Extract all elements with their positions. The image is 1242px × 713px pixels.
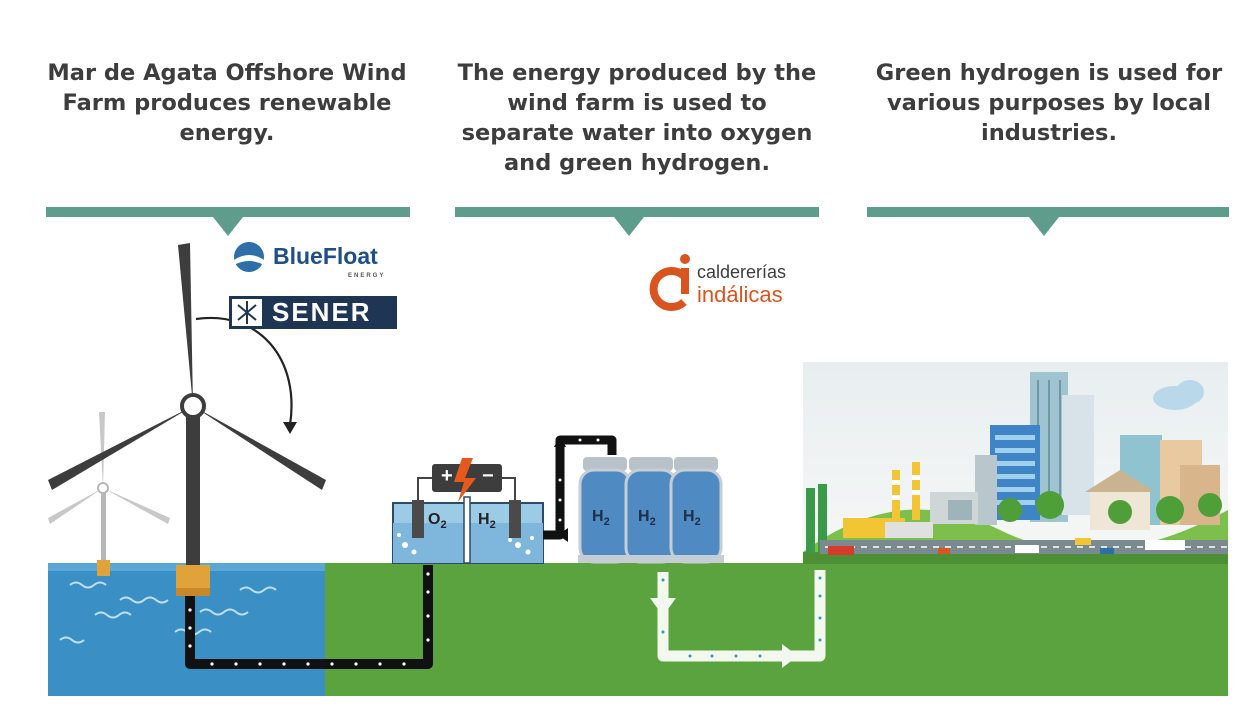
- tank-label: H2: [683, 508, 701, 528]
- oxygen-symbol: O: [428, 511, 441, 528]
- hydrogen-subscript: 2: [489, 519, 496, 532]
- calderer-logo-line1: caldererías: [697, 262, 787, 282]
- step1-divider: [46, 207, 410, 217]
- large-wind-turbine: [48, 243, 326, 596]
- bluefloat-logo-subtext: ENERGY: [348, 273, 386, 279]
- oxygen-subscript: 2: [440, 519, 447, 532]
- hydrogen-storage-tanks: [578, 457, 724, 564]
- sener-logo-text: SENER: [272, 297, 372, 327]
- tank-label: H2: [592, 508, 610, 528]
- tank-subscript: 2: [649, 516, 656, 529]
- tank-symbol: H: [638, 508, 650, 525]
- cloud-icon: [1153, 380, 1204, 410]
- electrolyzer: [392, 458, 544, 564]
- oxygen-label: O2: [428, 511, 447, 531]
- step1-pointer-icon: [213, 217, 243, 236]
- bluefloat-logo-icon: [234, 242, 264, 272]
- right-arrow-icon: [782, 644, 798, 668]
- calderer-logo-icon: [649, 254, 690, 311]
- step2-heading: The energy produced by the wind farm is …: [457, 60, 817, 176]
- tank-subscript: 2: [603, 516, 610, 529]
- power-cable-dots: [188, 572, 430, 666]
- hydrogen-label: H2: [478, 511, 496, 531]
- tank-label: H2: [638, 508, 656, 528]
- ground: [325, 563, 1228, 696]
- step2-pointer-icon: [614, 217, 644, 236]
- battery-minus-sign: −: [482, 465, 494, 487]
- tank-symbol: H: [683, 508, 695, 525]
- battery-plus-sign: +: [441, 465, 453, 487]
- step1-heading: Mar de Agata Offshore Wind Farm produces…: [47, 60, 407, 146]
- small-wind-turbine: [48, 412, 170, 576]
- calderer-logo-line2: indálicas: [697, 282, 783, 307]
- tank-subscript: 2: [694, 516, 701, 529]
- tank-symbol: H: [592, 508, 604, 525]
- step3-pointer-icon: [1029, 217, 1059, 236]
- energy-arrow-icon: [195, 316, 293, 426]
- sea-waves: [59, 581, 277, 644]
- step2-divider: [455, 207, 819, 217]
- step3-divider: [867, 207, 1229, 217]
- down-arrow-icon: [650, 598, 676, 616]
- hydrogen-symbol: H: [478, 511, 490, 528]
- step3-heading: Green hydrogen is used for various purpo…: [875, 60, 1223, 146]
- city-illustration: [803, 372, 1228, 555]
- bluefloat-logo-text: BlueFloat: [273, 243, 378, 269]
